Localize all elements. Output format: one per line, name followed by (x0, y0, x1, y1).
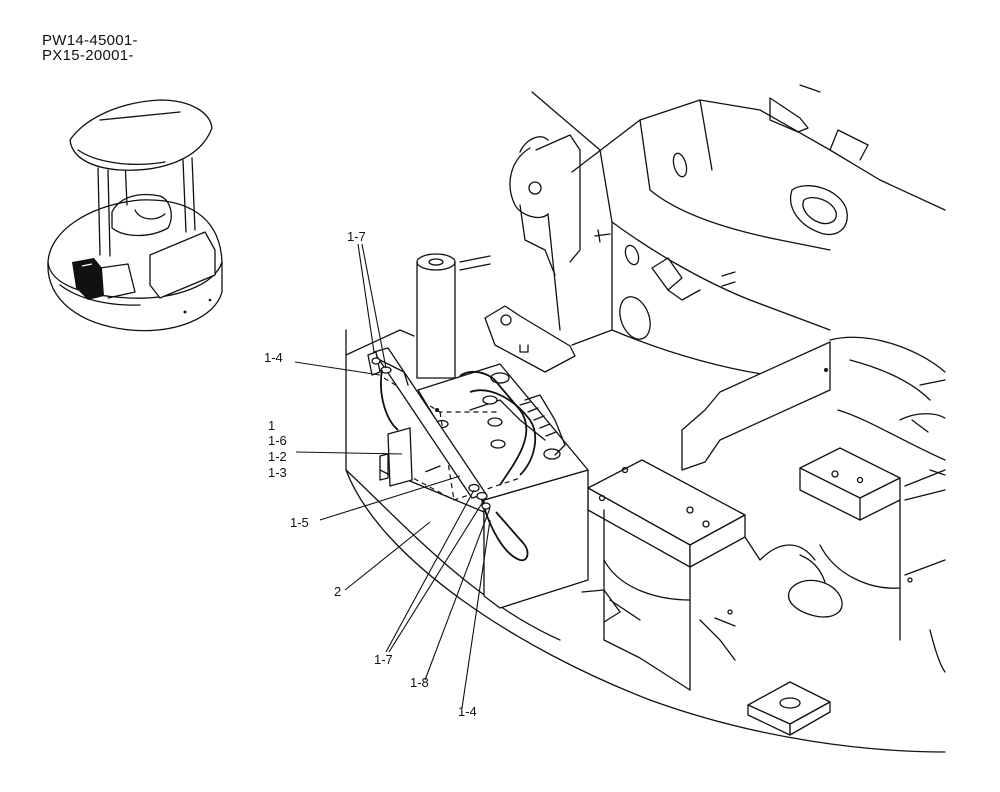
callout-1-2: 1-2 (268, 449, 287, 464)
leader-lines (294, 243, 491, 709)
callout-1-7-bottom: 1-7 (374, 652, 393, 667)
main-illustration (345, 84, 946, 753)
callout-1: 1 (268, 418, 275, 433)
serial-range-2: PX15-20001- (42, 47, 134, 64)
callout-labels: 1-7 1-4 1 1-6 1-2 1-3 1-5 2 1-7 1-8 1-4 (264, 229, 477, 719)
callout-1-8: 1-8 (410, 675, 429, 690)
callout-1-7-top: 1-7 (347, 229, 366, 244)
locator-thumbnail (47, 99, 223, 332)
callout-1-4-bottom: 1-4 (458, 704, 477, 719)
serial-range-1: PW14-45001- (42, 32, 138, 49)
callout-1-5: 1-5 (290, 515, 309, 530)
callout-1-4-top: 1-4 (264, 350, 283, 365)
callout-2: 2 (334, 584, 341, 599)
callout-1-6: 1-6 (268, 433, 287, 448)
callout-1-3: 1-3 (268, 465, 287, 480)
